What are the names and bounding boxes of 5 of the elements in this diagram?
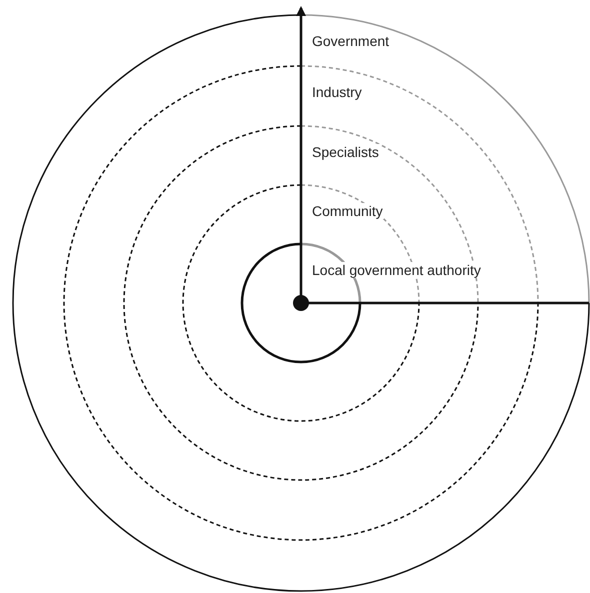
ring-label: Specialists [311, 144, 380, 160]
ring-label: Community [311, 203, 384, 219]
ring-label: Government [311, 33, 390, 49]
ring-label: Local government authority [311, 262, 482, 278]
ring-label: Industry [311, 84, 363, 100]
